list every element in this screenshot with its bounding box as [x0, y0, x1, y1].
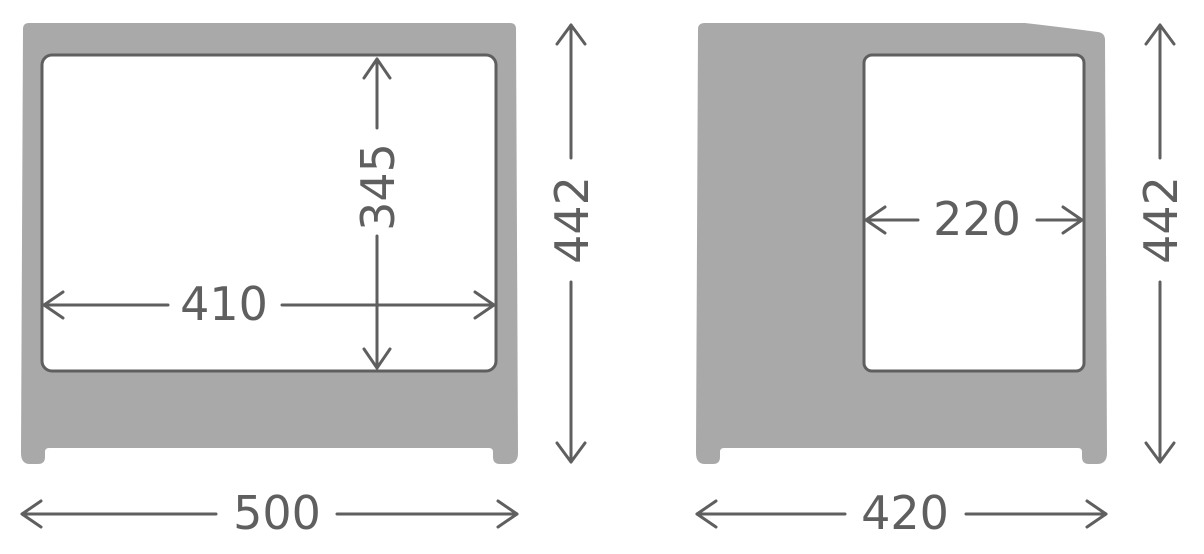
- side-opening-width-label: 220: [933, 192, 1021, 246]
- front-overall-width-label: 500: [233, 486, 321, 540]
- side-overall-depth-label: 420: [861, 486, 949, 540]
- front-opening-width-dimension: 410: [42, 277, 496, 331]
- front-opening: [40, 53, 498, 373]
- side-overall-height-label: 442: [1134, 176, 1188, 264]
- front-overall-width-dimension: 500: [20, 486, 519, 540]
- side-overall-depth-dimension: 420: [695, 486, 1108, 540]
- side-opening-width-dimension: 220: [864, 192, 1084, 246]
- side-overall-height-dimension: 442: [1134, 23, 1188, 464]
- front-view: 345 410 442 500: [20, 23, 599, 540]
- front-overall-height-label: 442: [545, 176, 599, 264]
- front-opening-height-dimension: 345: [351, 57, 405, 370]
- front-opening-width-label: 410: [180, 277, 268, 331]
- side-view: 220 442 420: [695, 23, 1188, 540]
- front-overall-height-dimension: 442: [545, 23, 599, 464]
- front-opening-height-label: 345: [351, 143, 405, 231]
- side-opening: [862, 53, 1086, 373]
